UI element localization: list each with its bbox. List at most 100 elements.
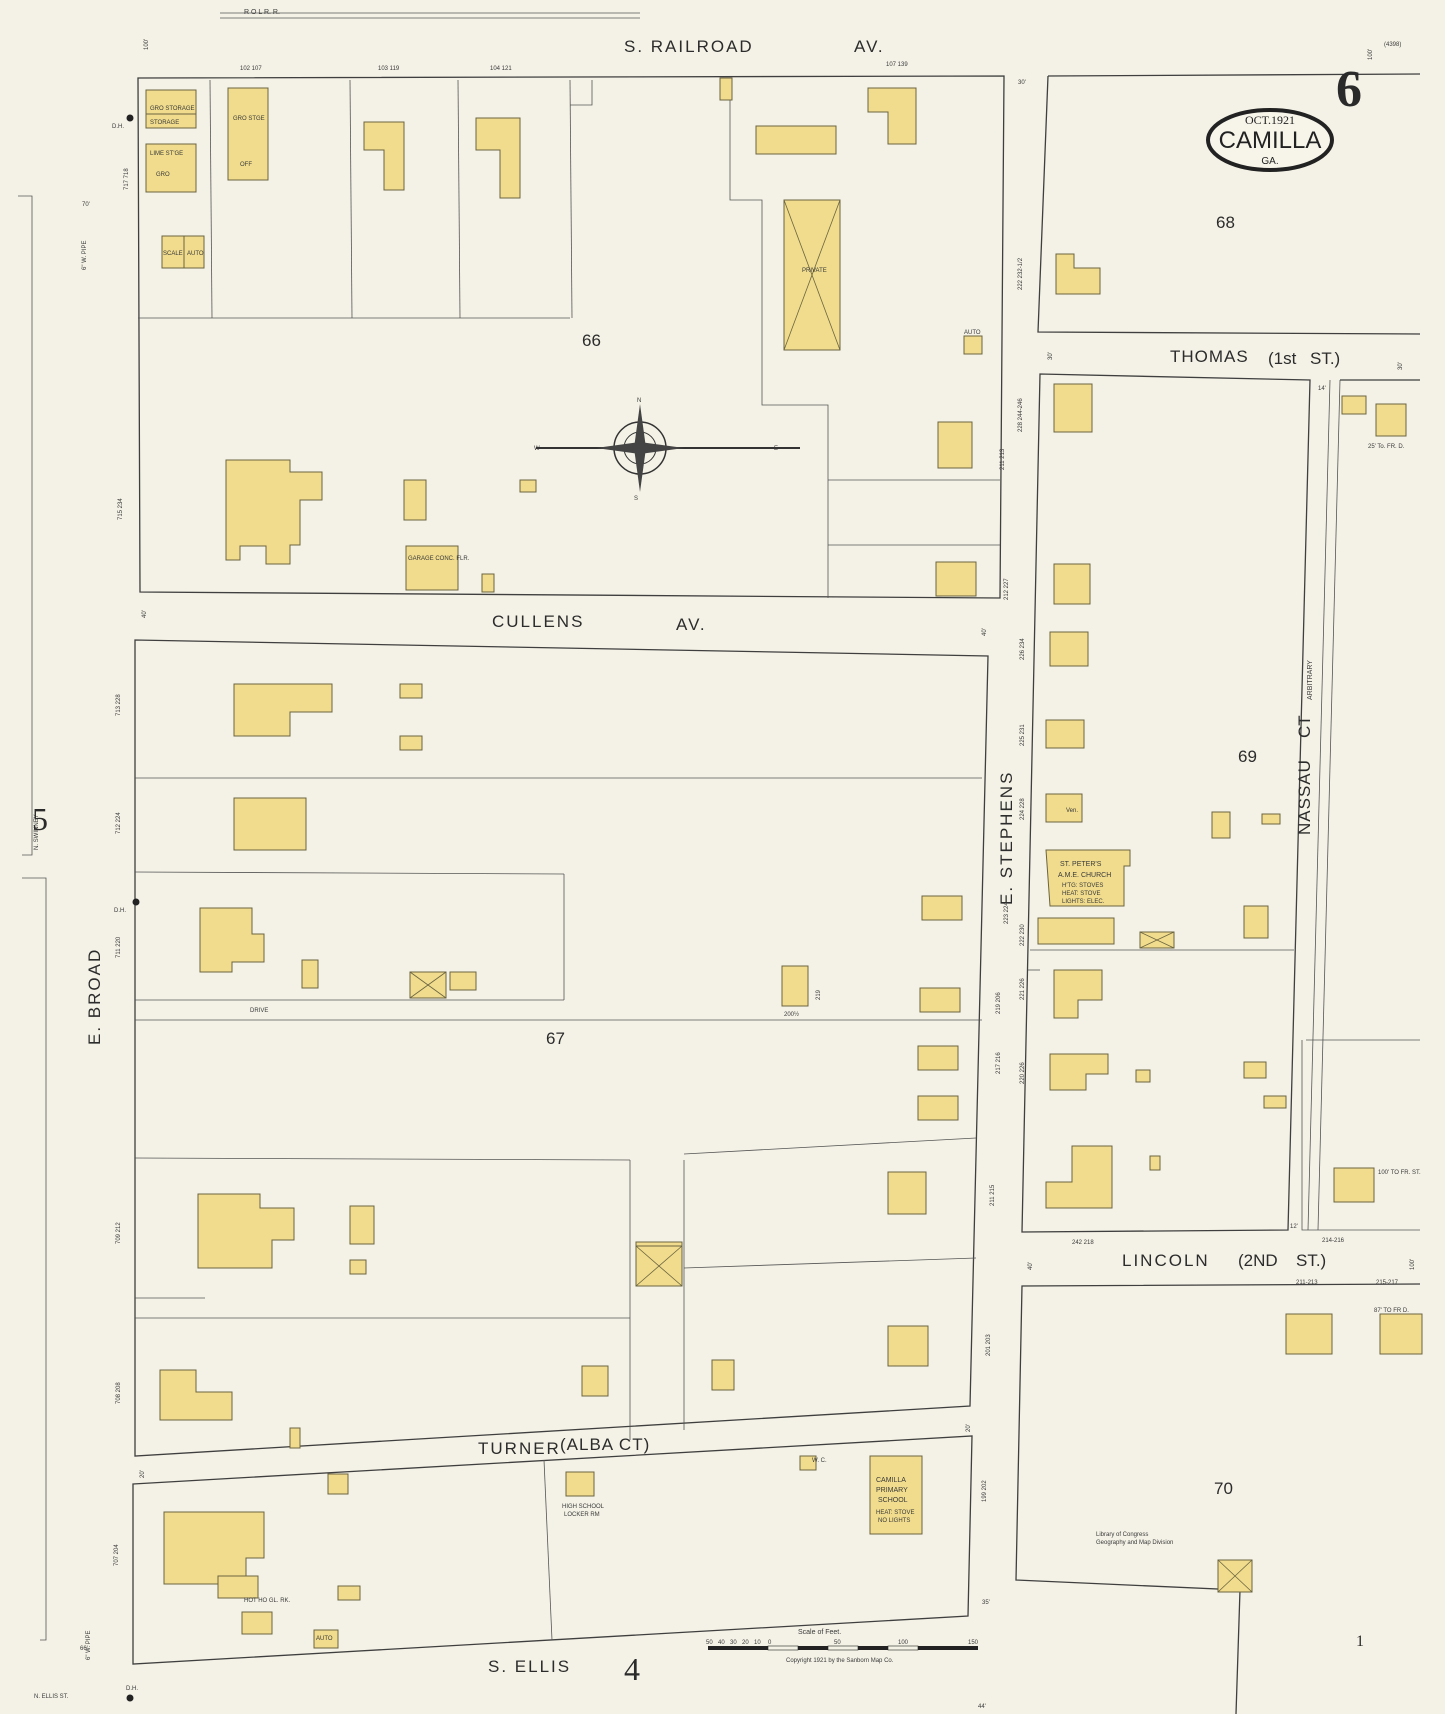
street-width: 20' (966, 1424, 972, 1432)
address: 220 226 (1020, 1062, 1026, 1084)
label-locker-1: HIGH SCHOOL (562, 1504, 605, 1510)
label-lime-stge: LIME ST'GE (150, 151, 183, 157)
block-number: 69 (1238, 747, 1257, 766)
street-width: 30' (1398, 362, 1404, 370)
label-scale: SCALE (163, 251, 183, 257)
block-number: 68 (1216, 213, 1235, 232)
building-labels: GRO STORAGE STORAGE GRO STGE LIME ST'GE … (82, 106, 1421, 1702)
street-lincoln-alt: (2ND (1238, 1251, 1278, 1270)
street-n-ellis: N. ELLIS ST. (34, 1694, 69, 1700)
cartouche-date: OCT.1921 (1245, 113, 1295, 127)
address: 715 234 (118, 498, 124, 520)
label-ff: 25' To. FR. D. (1368, 444, 1405, 450)
street-arbitrary: ARBITRARY (1307, 660, 1314, 700)
address: 226 234 (1020, 638, 1026, 660)
label-church-type: A.M.E. CHURCH (1058, 872, 1111, 879)
label-drive: DRIVE (250, 1008, 268, 1014)
label-pipe-bottom: 6" W. PIPE (86, 1631, 92, 1660)
scale-title: Scale of Feet. (798, 1629, 841, 1636)
street-turner-alt: (ALBA CT) (560, 1435, 650, 1454)
label-gro-storage: GRO STORAGE (150, 106, 195, 112)
label-hi-gl-rk: HOT HO GL. RK. (244, 1598, 291, 1604)
street-width: 20' (140, 1470, 146, 1478)
street-n-swinney: N. SWINNEY (34, 814, 40, 850)
address: 711 220 (116, 936, 122, 958)
address: 221 226 (1020, 978, 1026, 1000)
address: 713 228 (116, 694, 122, 716)
label-private: PRIVATE (802, 268, 827, 274)
street-e-broad: E. BROAD (85, 948, 104, 1045)
label-school-name: CAMILLA (876, 1477, 906, 1484)
compass-rose: N S E W (534, 398, 800, 502)
address: 211 215 (990, 1184, 996, 1206)
label-auto-3: AUTO (316, 1636, 333, 1642)
compass-n: N (637, 398, 641, 404)
street-widths: 100' 100' 70' 40' 40' 40' 30' 30' 30' 20… (80, 39, 1416, 1710)
address: 223 224 (1004, 902, 1010, 924)
street-width: 70' (82, 202, 90, 208)
adjacent-sheet-left: 5 (32, 801, 48, 837)
compass-e: E (774, 446, 778, 452)
railroad-label: R O L R. R. (244, 9, 280, 16)
address: 242 218 (1072, 1240, 1094, 1246)
railroad-line (220, 12, 640, 19)
street-width: 100' (1368, 49, 1374, 60)
west-boundary (18, 195, 47, 1641)
street-width: 12' (1290, 1224, 1298, 1230)
label-gro: GRO (156, 172, 170, 178)
label-auto: AUTO (187, 251, 204, 257)
address: 103 119 (378, 66, 400, 72)
library-stamp: Library of Congress Geography and Map Di… (1096, 1532, 1173, 1546)
scale-tick: 50 (834, 1640, 841, 1646)
scale-tick: 10 (754, 1640, 761, 1646)
block-68 (1037, 73, 1421, 335)
adjacent-sheet-bottom: 4 (624, 1651, 640, 1687)
street-s-ellis: S. ELLIS (488, 1657, 571, 1676)
address: 212 227 (1004, 578, 1010, 600)
street-cullens-av: AV. (676, 615, 707, 634)
scale-tick: 30 (730, 1640, 737, 1646)
address: 224 228 (1020, 798, 1026, 820)
scale-bar: Scale of Feet. 50 40 30 20 10 0 50 100 1… (706, 1629, 979, 1664)
block-67 (134, 639, 989, 1457)
label-ven: Ven. (1066, 808, 1078, 814)
address: 102 107 (240, 66, 262, 72)
label-dh-2: D.H. (114, 908, 126, 914)
label-ff2: 100' TO FR. ST. (1378, 1170, 1421, 1176)
label-storage: STORAGE (150, 120, 179, 126)
label-gro-stge: GRO STGE (233, 116, 265, 122)
street-thomas-st: ST.) (1310, 349, 1340, 368)
street-cullens: CULLENS (492, 612, 584, 631)
title-cartouche: OCT.1921 CAMILLA GA. (1206, 108, 1334, 172)
street-width: 66' (80, 1646, 88, 1652)
label-school-word: SCHOOL (878, 1497, 908, 1504)
sheet-number: 6 (1336, 61, 1362, 118)
cartouche-town: CAMILLA (1219, 127, 1322, 154)
label-dh-1: D.H. (112, 124, 124, 130)
address: 707 204 (114, 1544, 120, 1566)
address: 217 216 (996, 1052, 1002, 1074)
address: 709 212 (116, 1222, 122, 1244)
address: 708 208 (116, 1382, 122, 1404)
street-width: 40' (982, 628, 988, 636)
label-school-type: PRIMARY (876, 1487, 908, 1494)
label-ff3: 87' TO FR D. (1374, 1308, 1409, 1314)
block-number: 67 (546, 1029, 565, 1048)
address: 199 202 (982, 1480, 988, 1502)
sheet-index: (4398) (1384, 42, 1401, 48)
compass-w: W (534, 446, 540, 452)
block-number: 70 (1214, 1479, 1233, 1498)
street-width: 100' (144, 39, 150, 50)
corner-number: 1 (1356, 1633, 1364, 1650)
label-auto-2: AUTO (964, 330, 981, 336)
scale-tick: 20 (742, 1640, 749, 1646)
address: 211 213 (1000, 448, 1006, 470)
block-66 (137, 75, 1005, 599)
scale-tick: 0 (768, 1640, 772, 1646)
street-width: 35' (982, 1600, 990, 1606)
label-garage: GARAGE CONC. FLR. (408, 556, 470, 562)
address: 211-213 (1296, 1280, 1318, 1286)
street-width: 44' (978, 1704, 986, 1710)
label-church-name: ST. PETER'S (1060, 861, 1102, 868)
